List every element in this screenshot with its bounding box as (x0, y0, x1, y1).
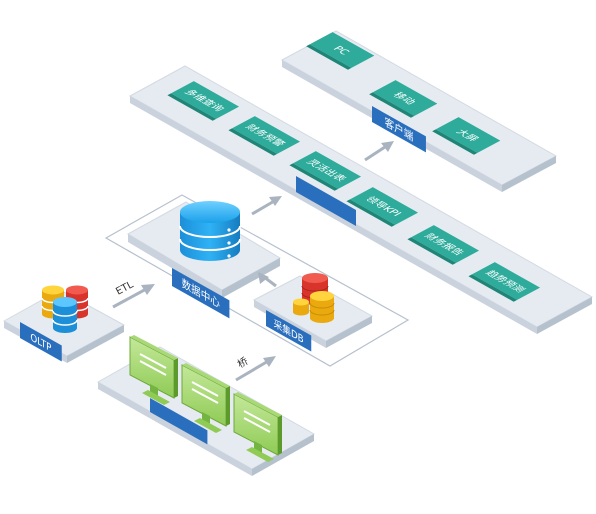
data-center-database-icon (179, 201, 241, 261)
data-center-frame (104, 194, 410, 367)
collect-db-icon (293, 273, 335, 323)
monitor-icon-1 (129, 335, 178, 405)
arrow-collect-to-data-center (258, 272, 277, 288)
arrow-bridge: 桥 (235, 355, 276, 382)
arrow-to-client (364, 141, 394, 162)
app-tile-flexible-report[interactable]: 灵活出表 (289, 151, 362, 191)
app-platform-accent (296, 176, 356, 226)
arrow-to-app-layer (251, 196, 282, 216)
client-tile-bigscreen[interactable]: 大屏 (432, 117, 501, 155)
oltp-database-icon (41, 285, 89, 333)
client-tile-pc-label: PC (330, 45, 351, 57)
bridge-label: 桥 (236, 355, 251, 370)
monitor-icon-3 (233, 392, 282, 462)
monitor-icon-2 (181, 363, 230, 433)
terminals-blue-strip (150, 398, 208, 445)
app-tile-leader-kpi[interactable]: 领导KPI (346, 187, 419, 227)
client-tile-mobile[interactable]: 移动 (369, 80, 438, 118)
arrow-etl: ETL (112, 279, 155, 309)
client-tile-pc[interactable]: PC (306, 32, 375, 70)
